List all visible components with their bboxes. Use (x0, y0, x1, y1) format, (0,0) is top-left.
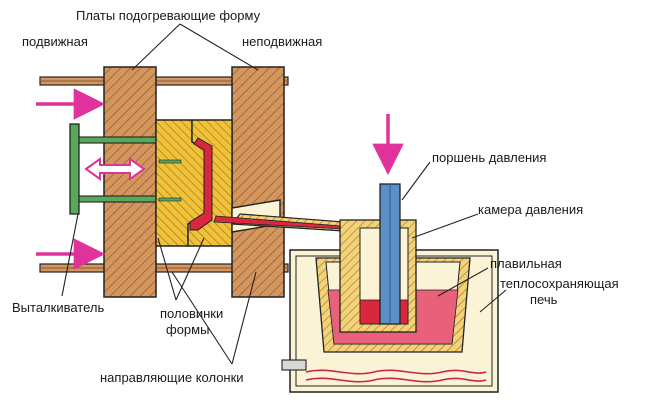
movable-heating-plate (103, 66, 157, 298)
pressure-piston (379, 183, 401, 325)
mold-halves (155, 119, 233, 247)
ejector (69, 123, 160, 215)
label-ejector: Выталкиватель (12, 300, 104, 315)
ejector-motion-arrow (84, 157, 146, 181)
label-heating-plates: Платы подогревающие форму (76, 8, 261, 23)
label-pressure-piston: поршень давления (432, 150, 546, 165)
furnace-port (281, 359, 307, 371)
label-mold-halves-line1: половинки (160, 306, 223, 321)
pressure-chamber (339, 219, 417, 333)
label-melting: плавильная (490, 256, 562, 271)
label-heat-retaining-line1: теплосохраняющая (500, 276, 619, 291)
label-movable: подвижная (22, 34, 88, 49)
leader-lines (61, 23, 507, 365)
fixed-heating-plate (231, 66, 285, 298)
force-arrows (36, 88, 404, 270)
label-pressure-chamber: камера давления (478, 202, 583, 217)
label-fixed: неподвижная (242, 34, 322, 49)
label-guide-columns: направляющие колонки (100, 370, 244, 385)
label-heat-retaining-line2: печь (530, 292, 558, 307)
label-mold-halves-line2: формы (166, 322, 209, 337)
